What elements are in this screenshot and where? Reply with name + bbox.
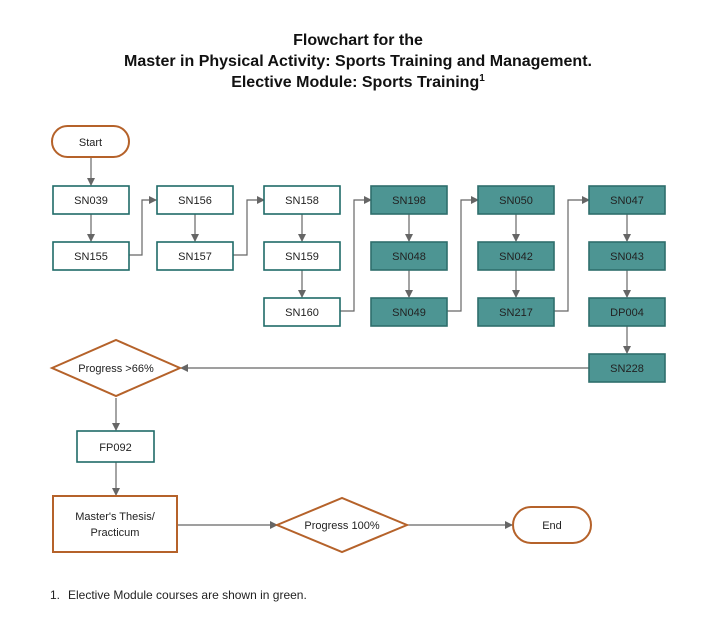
label-sn048: SN048	[392, 251, 426, 263]
footnote-text: Elective Module courses are shown in gre…	[68, 588, 307, 602]
label-thesis-line-2: Practicum	[91, 527, 140, 539]
node-fp092	[76, 430, 155, 463]
node-sn158	[263, 185, 341, 215]
node-end: End	[512, 506, 592, 544]
title-line-3: Elective Module: Sports Training1	[0, 72, 716, 93]
node-sn198	[370, 185, 448, 215]
label-sn043: SN043	[610, 251, 644, 263]
label-sn157: SN157	[178, 251, 212, 263]
label-end: End	[542, 520, 562, 532]
footnote-number: 1.	[50, 588, 61, 602]
label-sn156: SN156	[178, 195, 212, 207]
label-sn155: SN155	[74, 251, 108, 263]
node-thesis: Master's Thesis/ Practicum	[52, 495, 178, 553]
node-sn043	[588, 241, 666, 271]
label-sn159: SN159	[285, 251, 319, 263]
node-sn048	[370, 241, 448, 271]
node-sn047	[588, 185, 666, 215]
diagram-title: Flowchart for the Master in Physical Act…	[0, 30, 716, 93]
edge-sn160-sn198	[340, 196, 372, 312]
elective-course-boxes	[370, 185, 666, 383]
label-progress-100: Progress 100%	[304, 520, 379, 532]
node-sn039	[52, 185, 130, 215]
node-sn160	[263, 297, 341, 327]
label-sn228: SN228	[610, 363, 644, 375]
footnote: 1. Elective Module courses are shown in g…	[50, 588, 307, 602]
edge-sn155-sn156	[129, 196, 157, 256]
node-sn157	[156, 241, 234, 271]
node-progress-66: Progress >66%	[49, 338, 183, 398]
core-course-boxes	[52, 185, 341, 463]
title-line-3-text: Elective Module: Sports Training	[231, 74, 480, 91]
label-progress-66: Progress >66%	[78, 363, 154, 375]
label-dp004: DP004	[610, 307, 644, 319]
label-sn047: SN047	[610, 195, 644, 207]
label-sn050: SN050	[499, 195, 533, 207]
title-footnote-marker: 1	[479, 73, 485, 84]
node-sn159	[263, 241, 341, 271]
node-start: Start	[51, 125, 130, 158]
title-line-1: Flowchart for the	[293, 32, 423, 49]
course-labels: SN039 SN155 SN156 SN157 SN158 SN159 SN16…	[74, 195, 644, 454]
edge-sn049-sn050	[447, 196, 479, 312]
connectors	[87, 158, 631, 529]
node-start-label: Start	[79, 137, 102, 149]
label-sn217: SN217	[499, 307, 533, 319]
label-fp092: FP092	[99, 442, 131, 454]
label-sn160: SN160	[285, 307, 319, 319]
edge-sn217-sn047	[554, 196, 590, 312]
node-sn228	[588, 353, 666, 383]
node-sn049	[370, 297, 448, 327]
node-sn042	[477, 241, 555, 271]
edge-sn157-sn158	[233, 196, 265, 256]
node-dp004	[588, 297, 666, 327]
title-line-2: Master in Physical Activity: Sports Trai…	[124, 53, 592, 70]
label-sn158: SN158	[285, 195, 319, 207]
node-sn050	[477, 185, 555, 215]
node-sn155	[52, 241, 130, 271]
label-sn198: SN198	[392, 195, 426, 207]
node-progress-100: Progress 100%	[274, 496, 410, 554]
node-sn156	[156, 185, 234, 215]
label-sn042: SN042	[499, 251, 533, 263]
label-sn049: SN049	[392, 307, 426, 319]
label-thesis-line-1: Master's Thesis/	[75, 511, 155, 523]
label-sn039: SN039	[74, 195, 108, 207]
node-sn217	[477, 297, 555, 327]
